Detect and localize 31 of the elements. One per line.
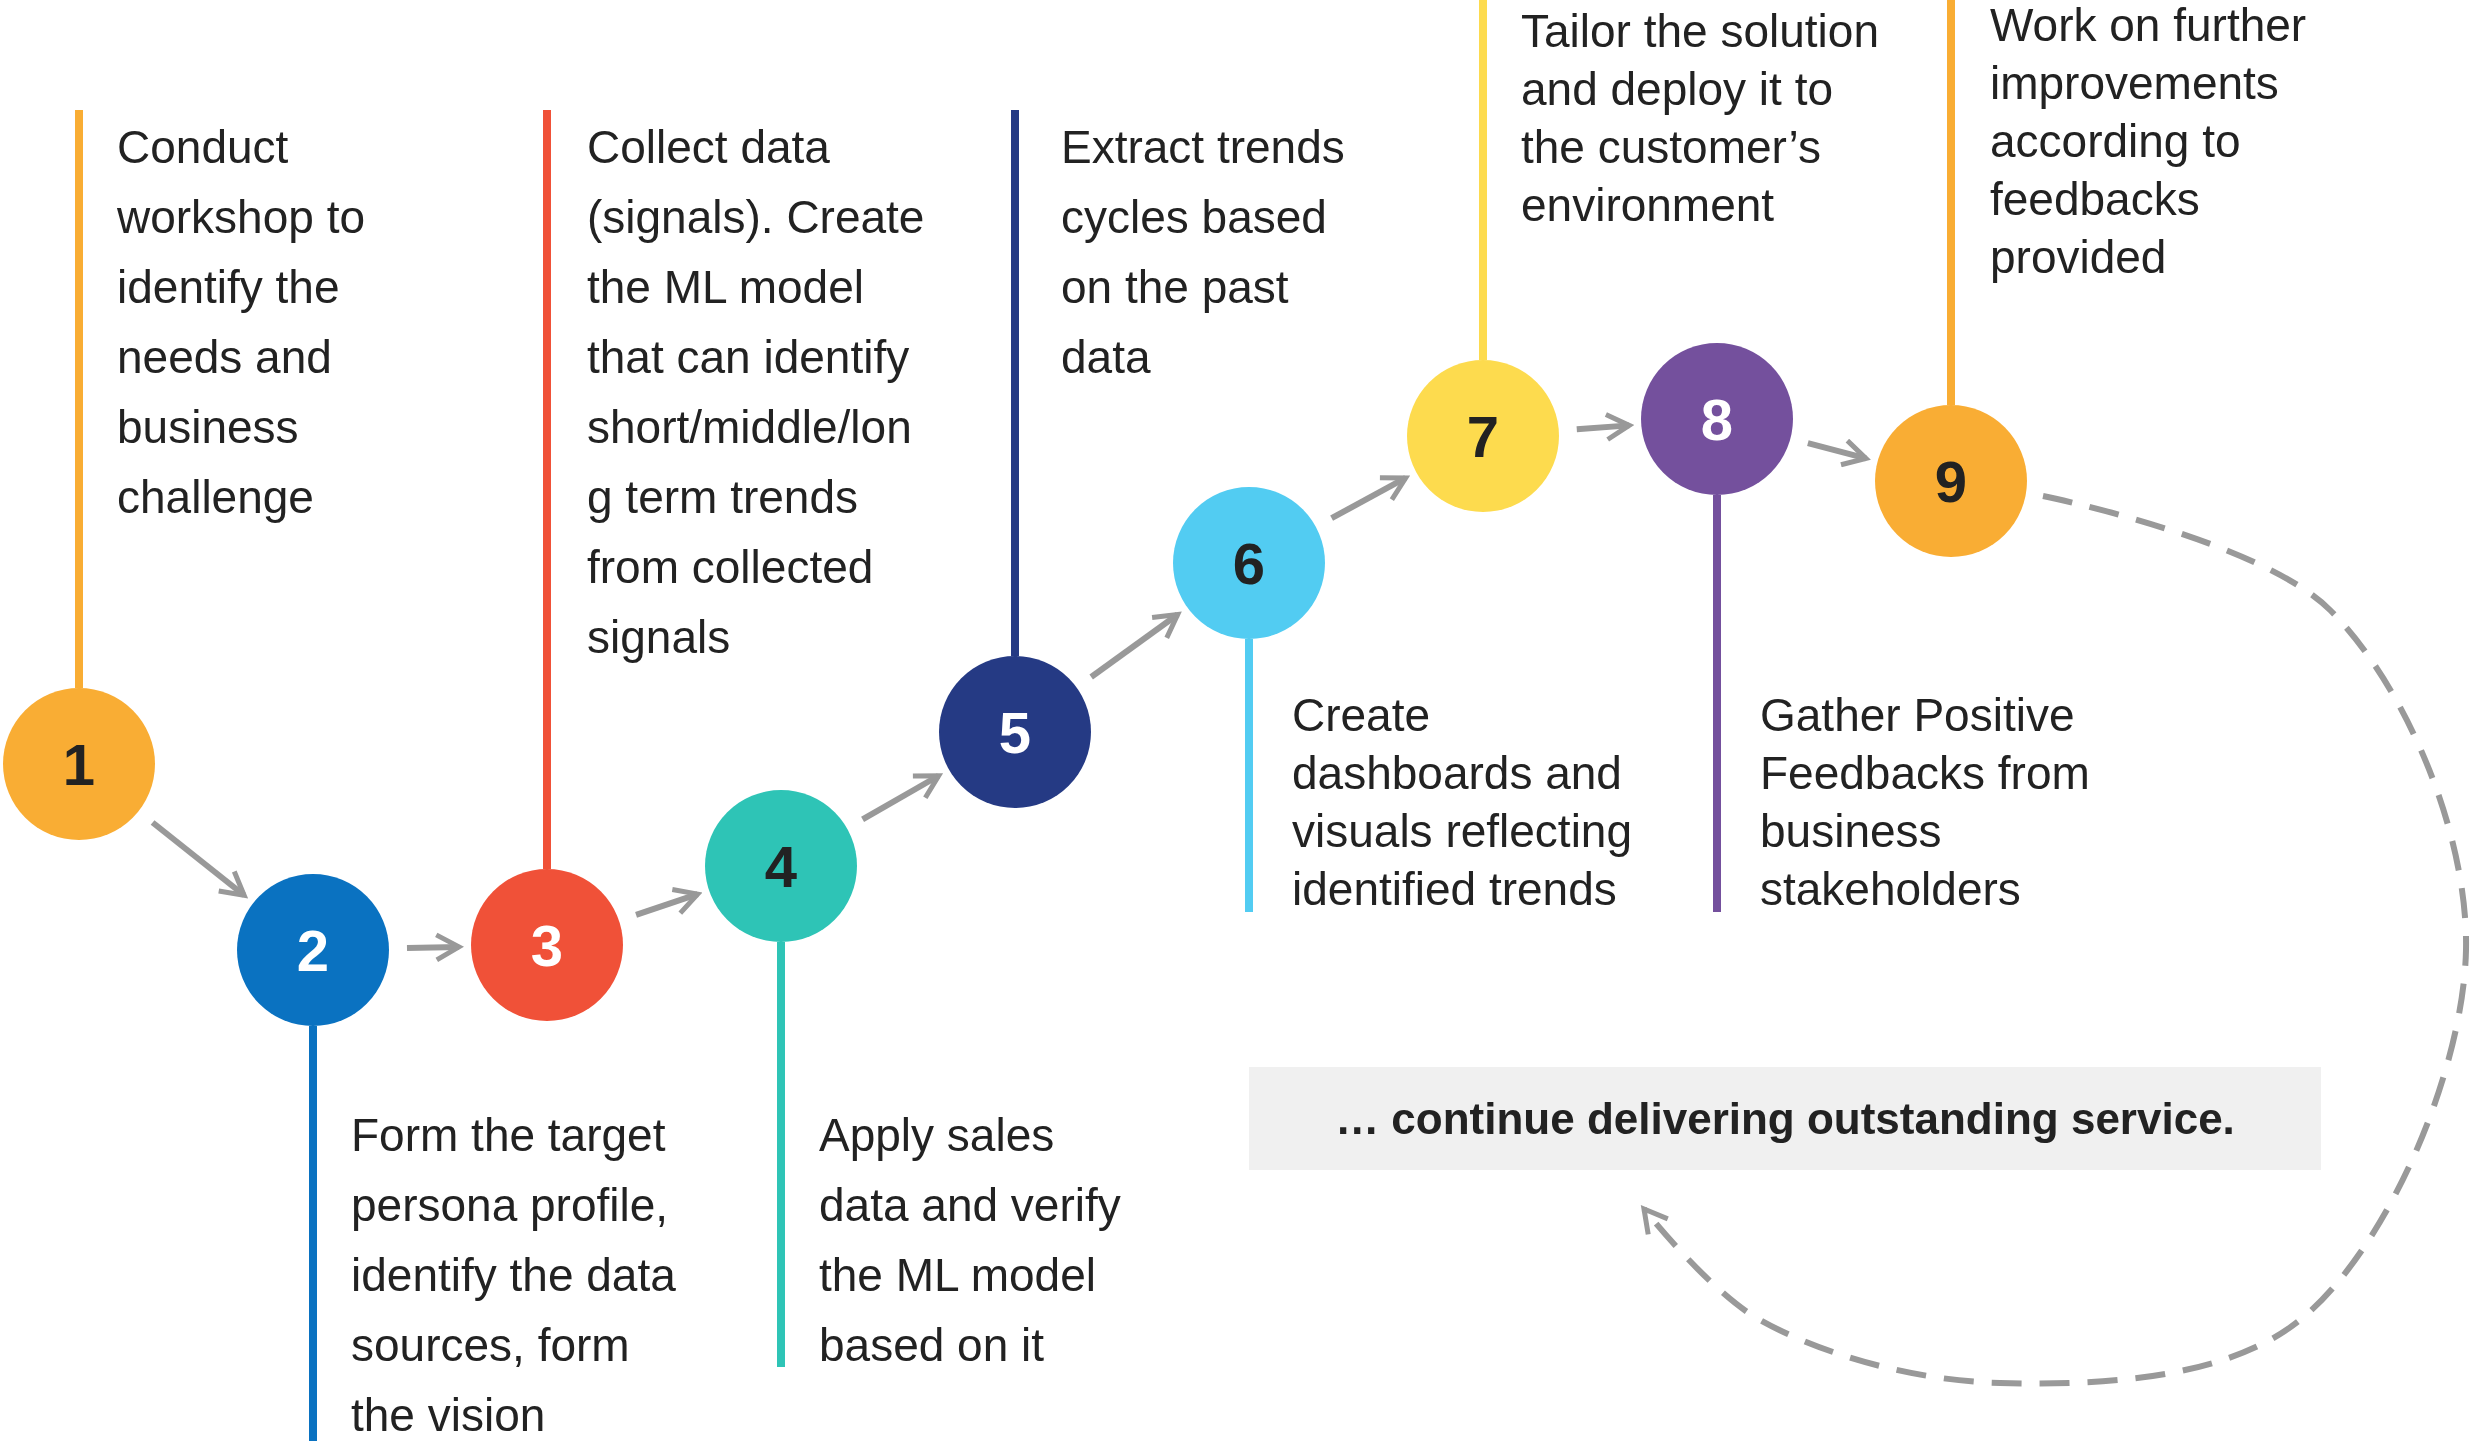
step-number: 5 xyxy=(998,698,1032,766)
step-number: 1 xyxy=(62,730,96,798)
step-description: Apply sales data and verify the ML model based on it xyxy=(819,1100,1139,1380)
arrow xyxy=(861,773,942,822)
banner-text: … continue delivering outstanding service. xyxy=(1335,1093,2235,1144)
arrow xyxy=(1641,493,2469,1387)
step-number: 8 xyxy=(1700,385,1734,453)
step-number: 3 xyxy=(530,911,564,979)
arrow xyxy=(1576,412,1632,442)
arrow xyxy=(1807,438,1869,468)
step-number: 6 xyxy=(1232,529,1266,597)
arrow xyxy=(150,820,247,898)
arrow xyxy=(1330,475,1409,521)
step-number: 7 xyxy=(1466,402,1500,470)
step-number: 4 xyxy=(764,832,798,900)
step-description: Work on further improvements according to feedbacks provided xyxy=(1990,0,2325,286)
step-description: Conduct workshop to identify the needs and business challenge xyxy=(117,112,397,532)
leader-line xyxy=(1479,0,1487,360)
step-description: Extract trends cycles based on the past data xyxy=(1061,112,1346,392)
arrow xyxy=(406,932,462,963)
leader-line xyxy=(309,1026,317,1441)
step-description: Collect data (signals). Create the ML model that can identify short/middle/long term trends from collected signals xyxy=(587,112,932,672)
step-description: Tailor the solution and deploy it to the customer’s environment xyxy=(1521,2,1896,234)
leader-line xyxy=(1947,0,1955,405)
step-description: Form the target persona profile, identify the data sources, form the vision xyxy=(351,1100,701,1441)
step-description: Gather Positive Feedbacks from business stakeholders xyxy=(1760,686,2095,918)
arrow xyxy=(1089,612,1181,680)
step-description: Create dashboards and visuals reflecting identified trends xyxy=(1292,686,1657,918)
arrow xyxy=(635,887,701,918)
step-number: 2 xyxy=(296,916,330,984)
step-number: 9 xyxy=(1934,447,1968,515)
